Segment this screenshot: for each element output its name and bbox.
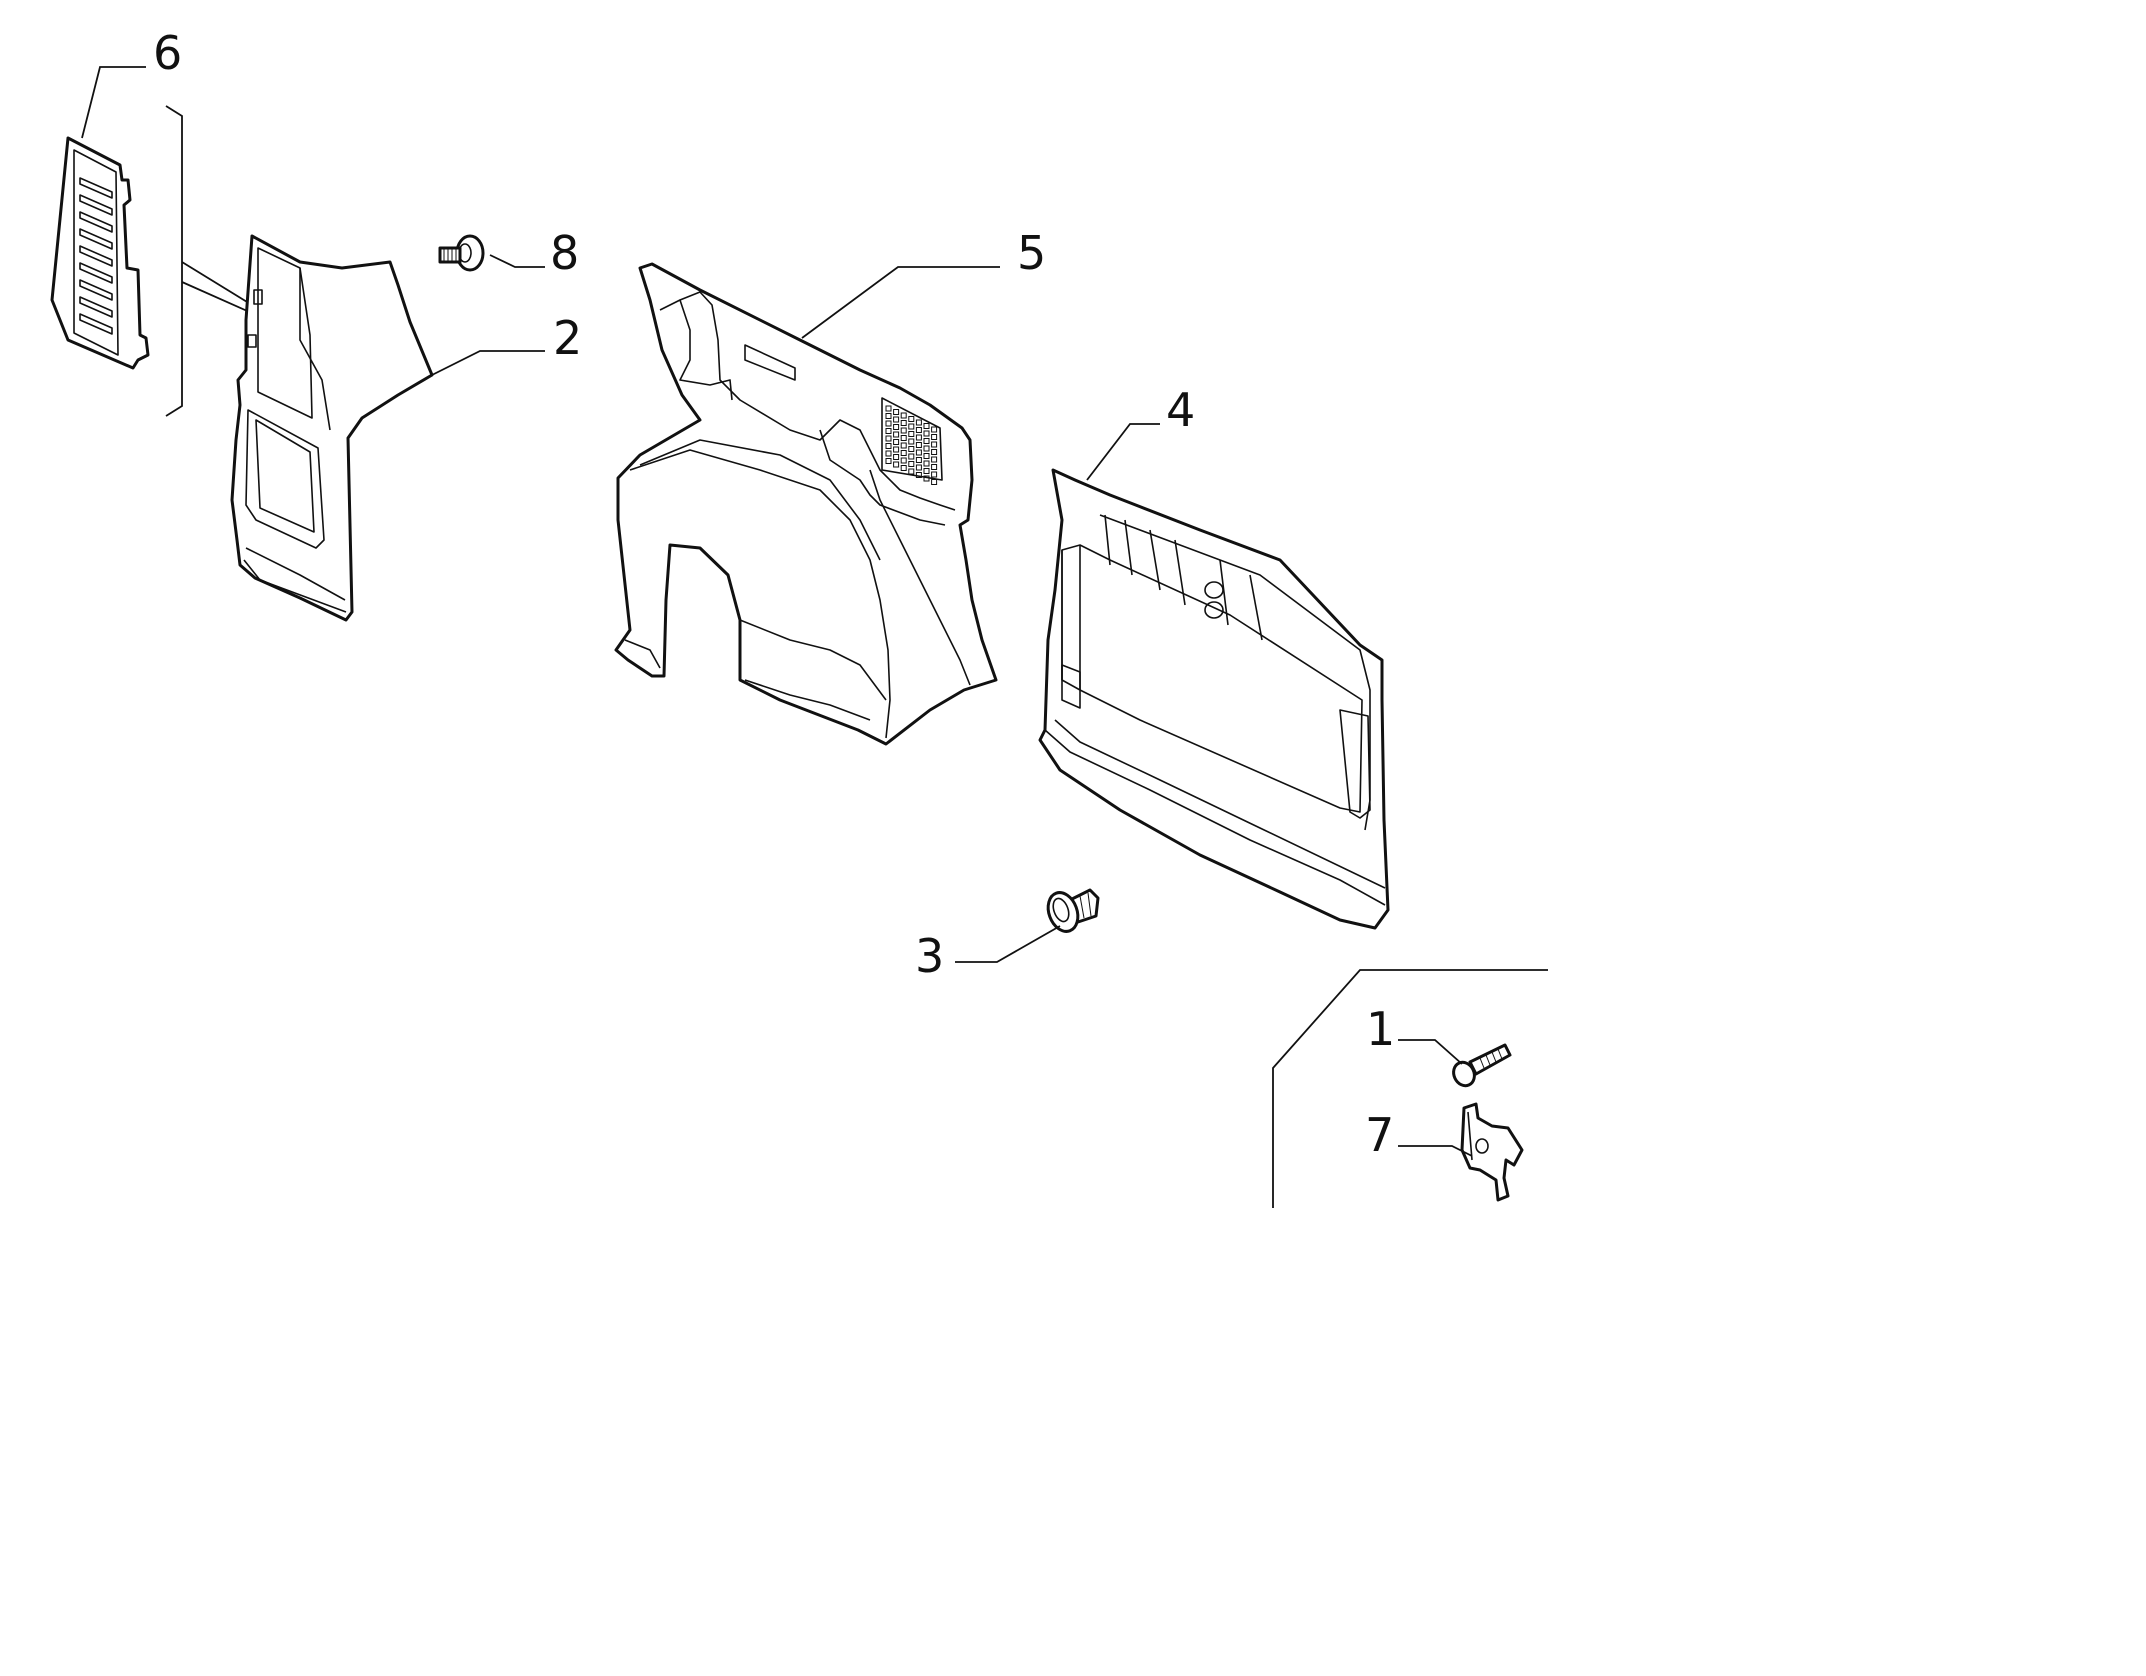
mesh-cell [900,427,907,434]
mesh-cell [923,423,930,429]
grille-slot [79,177,113,199]
grille-slot [79,211,113,233]
mesh-cell [923,475,930,482]
grille-slot [79,262,113,284]
mesh-cell [900,450,907,456]
mesh-cell [915,419,922,426]
mesh-cell [915,464,922,471]
mesh-cell [923,430,930,437]
mesh-cell [923,460,930,467]
callout-1: 1 [1366,1002,1396,1056]
mesh-cell [915,449,922,456]
callout-3: 3 [915,929,945,983]
mesh-cell [931,441,938,448]
mesh-cell [931,471,938,478]
mesh-cell [900,420,907,426]
mesh-cell [931,426,938,433]
grille-slot [79,313,113,335]
callout-7: 7 [1365,1108,1395,1162]
mesh-cell [931,479,938,485]
bolt-icon [1452,1043,1512,1088]
mesh-cell [885,450,892,457]
mesh-cell [908,423,915,430]
mesh-cell [915,457,922,463]
mesh-cell [915,434,922,441]
bracket-icon [1460,1102,1524,1202]
mesh-cell [908,438,915,445]
mesh-cell [931,456,938,463]
mesh-cell [923,445,930,452]
mesh-cell [885,413,892,419]
mesh-cell [908,453,915,460]
inset-frame [1272,969,1548,1208]
diagram-drawing [50,66,1548,1208]
mesh-cell [893,439,900,445]
mesh-cell [893,416,900,423]
mesh-cell [885,428,892,434]
mesh-cell [908,416,915,422]
mesh-cell [893,424,900,430]
screw-icon [438,234,485,272]
grille-slot [79,296,113,318]
grille-slot [79,194,113,216]
mesh-cell [923,438,930,444]
mesh-cell [900,435,907,441]
speaker-mesh-icon [885,405,938,485]
mesh-cell [908,468,915,475]
vent-grille-icon [50,136,150,370]
callout-8: 8 [550,226,580,280]
grille-slot [79,228,113,250]
mesh-cell [900,442,907,449]
mesh-cell [893,409,900,415]
grille-slot [79,245,113,267]
grille-slot [79,279,113,301]
mesh-cell [893,461,900,468]
wheel-arch-trim-panel-icon [614,262,998,746]
mesh-cell [900,457,907,464]
pillar-trim-panel-icon [230,234,434,622]
mesh-cell [885,458,892,464]
callout-5: 5 [1017,226,1047,280]
mesh-cell [885,420,892,427]
callout-4: 4 [1166,383,1196,437]
mesh-cell [931,449,938,455]
side-door-trim-panel-icon [1038,468,1390,930]
mesh-cell [908,461,915,467]
mesh-cell [908,446,915,452]
mesh-cell [923,468,930,474]
mesh-cell [915,472,922,478]
mesh-cell [893,431,900,438]
mesh-cell [931,434,938,440]
mesh-cell [900,412,907,419]
mesh-cell [931,464,938,470]
exploded-parts-diagram: 6 8 2 5 4 3 1 7 [50,26,1548,1208]
mesh-cell [893,454,900,460]
callout-2: 2 [553,311,583,365]
leader-lines [81,66,1473,1157]
mesh-cell [893,446,900,453]
mesh-cell [923,453,930,459]
mesh-cell [885,435,892,442]
mesh-cell [915,427,922,433]
callout-6: 6 [153,26,183,80]
mesh-cell [900,465,907,471]
mesh-cell [915,442,922,448]
mesh-cell [908,431,915,437]
push-clip-icon [1046,888,1100,933]
mesh-cell [885,405,892,412]
mesh-cell [885,443,892,449]
